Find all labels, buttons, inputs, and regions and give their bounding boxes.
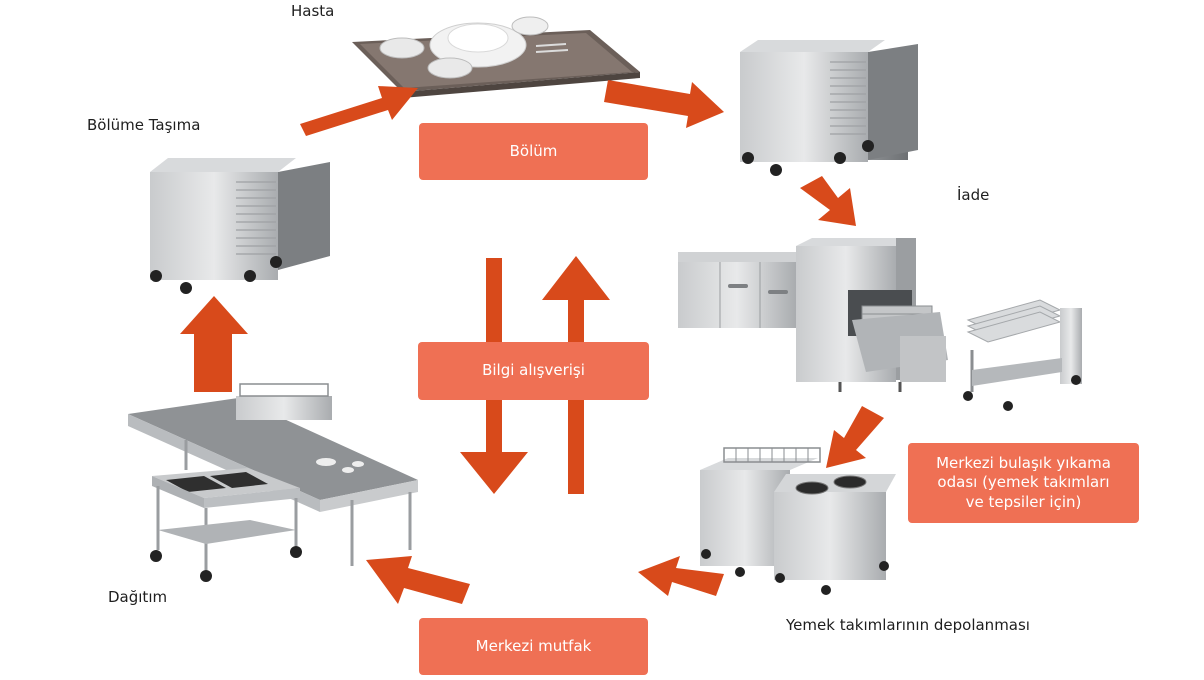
arrow-storage-to-kitchen: [638, 556, 724, 596]
arrow-distribution-to-transport: [180, 296, 248, 392]
distribution-line-illustration: [128, 383, 418, 582]
label-bolume-tasima: Bölüme Taşıma: [87, 116, 201, 134]
patient-tray-illustration: [352, 16, 640, 98]
arrow-return-to-dishwasher: [800, 176, 856, 226]
box-bolum: Bölüm: [419, 123, 648, 180]
box-bulasik-line-1: Merkezi bulaşık yıkama: [936, 453, 1111, 472]
arrow-transport-to-patient: [300, 86, 418, 136]
box-merkezi-bulasik: Merkezi bulaşık yıkama odası (yemek takı…: [908, 443, 1139, 523]
label-depolanma: Yemek takımlarının depolanması: [786, 616, 1030, 634]
transport-cart-illustration: [150, 158, 330, 294]
arrow-kitchen-to-distribution: [366, 556, 470, 604]
return-cart-illustration: [740, 40, 918, 176]
dishwasher-illustration: [678, 238, 1082, 411]
label-hasta: Hasta: [291, 2, 335, 20]
box-bilgi-alisverisi: Bilgi alışverişi: [418, 342, 649, 400]
box-bulasik-line-3: ve tepsiler için): [965, 492, 1082, 511]
box-merkezi-mutfak: Merkezi mutfak: [419, 618, 648, 675]
box-bulasik-line-2: odası (yemek takımları: [937, 473, 1110, 492]
label-iade: İade: [957, 186, 990, 204]
storage-units-illustration: [700, 447, 896, 595]
arrow-dishwasher-to-storage: [826, 406, 884, 468]
label-dagitim: Dağıtım: [108, 588, 168, 606]
arrow-patient-to-return: [604, 80, 724, 128]
